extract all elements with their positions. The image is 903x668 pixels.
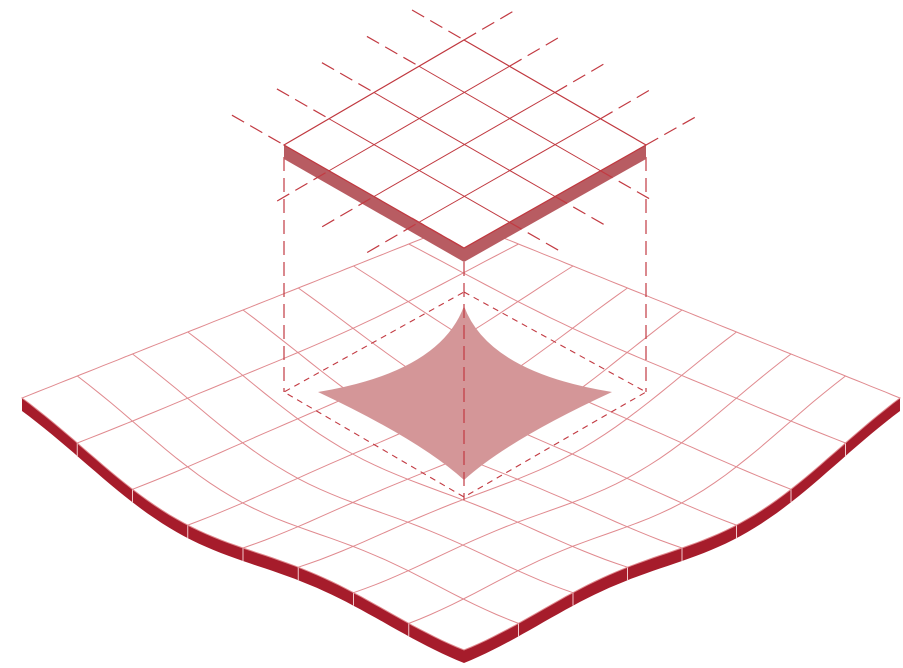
panel-grid-extension xyxy=(601,171,653,201)
panel-grid-extension xyxy=(277,171,329,201)
panel-grid-extension xyxy=(322,63,374,93)
panel-grid-extension xyxy=(555,197,607,227)
panel-grid-extension xyxy=(322,197,374,227)
flat-grid-panel xyxy=(232,10,698,262)
panel-grid-extension xyxy=(555,62,607,92)
panel-grid-extension xyxy=(601,89,653,119)
panel-edge-extension xyxy=(646,115,698,145)
panel-grid-extension xyxy=(277,89,329,119)
panel-grid-extension xyxy=(510,36,562,66)
panel-edge-extension xyxy=(412,10,464,40)
panel-edge-extension xyxy=(232,115,284,145)
panel-grid-extension xyxy=(367,36,419,66)
panel-edge-extension xyxy=(464,10,516,40)
